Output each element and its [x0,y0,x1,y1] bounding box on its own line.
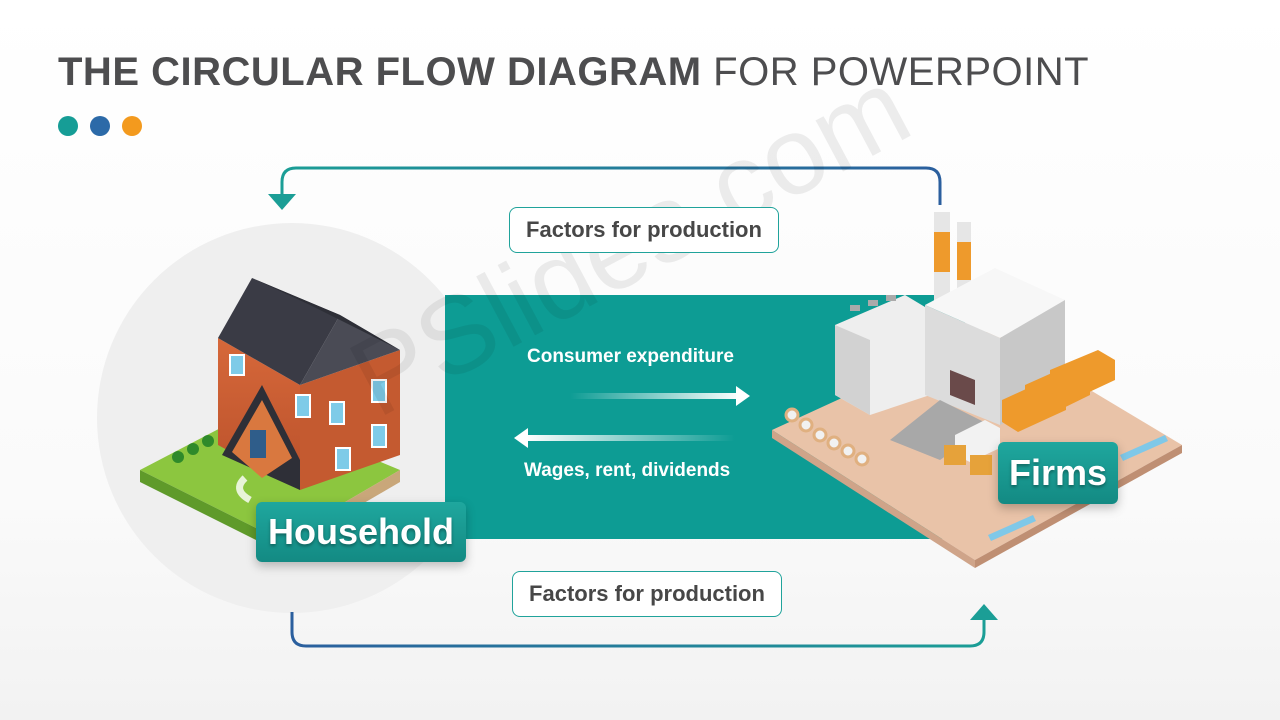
accent-dot-blue [90,116,110,136]
consumer-expenditure-label: Consumer expenditure [527,346,734,367]
wages-arrow-head-icon [514,428,528,448]
bottom-label-box: Factors for production [512,571,782,617]
household-badge: Household [256,502,466,562]
accent-dot-orange [122,116,142,136]
expenditure-arrow-head-icon [736,386,750,406]
expenditure-arrow-shaft [570,393,740,399]
bottom-flow-line [290,612,986,648]
top-arrow-head-icon [268,194,296,210]
firms-badge: Firms [998,442,1118,504]
accent-dot-teal [58,116,78,136]
bottom-arrow-head-icon [970,604,998,620]
top-label-box: Factors for production [509,207,779,253]
top-flow-line [280,166,942,205]
wages-arrow-shaft [525,435,735,441]
page-title: THE CIRCULAR FLOW DIAGRAM FOR POWERPOINT [58,50,1089,95]
accent-dots [58,116,142,136]
factory-icon [772,212,1182,568]
title-light: FOR POWERPOINT [713,50,1090,94]
wages-label: Wages, rent, dividends [524,460,731,481]
title-bold: THE CIRCULAR FLOW DIAGRAM [58,50,702,94]
